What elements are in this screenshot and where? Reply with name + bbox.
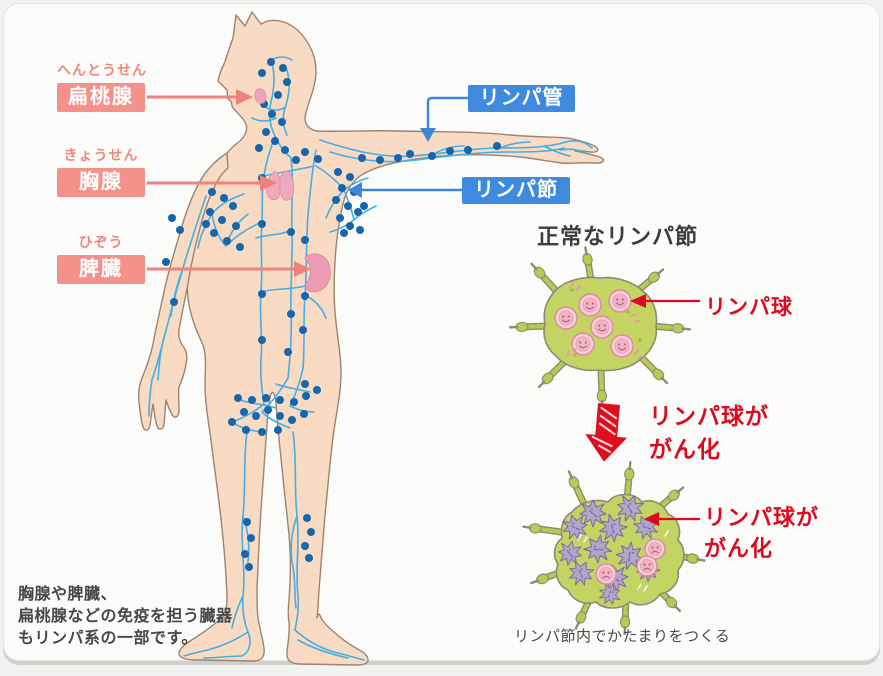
lymphocyte-label: リンパ球 xyxy=(705,296,793,319)
normal-node-title: 正常なリンパ節 xyxy=(537,224,699,249)
spleen-label: 脾臓 xyxy=(57,255,145,284)
thymus-furigana: きょうせん xyxy=(63,147,139,163)
system-label-connectors xyxy=(348,96,468,198)
vessel-connector xyxy=(420,96,468,142)
down-arrow-icon xyxy=(585,403,628,462)
spleen-organ xyxy=(304,253,331,293)
lymph-node-label: リンパ節 xyxy=(462,177,570,204)
cancer-cell-label-line2: がん化 xyxy=(704,536,774,561)
lymphocyte-pointer-arrow xyxy=(630,294,700,308)
cancer-cell-label: リンパ球が がん化 xyxy=(704,502,819,564)
thymus-arrow xyxy=(147,175,277,191)
spleen-furigana: ひぞう xyxy=(78,234,124,250)
footnote: 胸腺や脾臓、 扁桃腺などの免疫を担う臓器 もリンパ系の一部です。 xyxy=(18,584,233,650)
hanging-arm xyxy=(137,152,229,431)
cancer-cell-label-line1: リンパ球が xyxy=(704,505,820,530)
stress-marks xyxy=(577,530,669,592)
node-connector xyxy=(348,182,462,198)
normal-lymph-node-illustration xyxy=(510,247,700,408)
cancer-node-caption: リンパ節内でかたまりをつくる xyxy=(514,628,731,645)
transition-label-line1: リンパ球が xyxy=(649,403,769,429)
transition-label: リンパ球が がん化 xyxy=(649,400,769,466)
background-panel xyxy=(3,3,880,661)
spleen-arrow xyxy=(147,261,311,277)
lymph-vessel-label: リンパ管 xyxy=(468,85,575,112)
tonsil-arrow xyxy=(147,89,253,105)
footnote-line3: もリンパ系の一部です。 xyxy=(18,630,198,647)
footnote-line2: 扁桃腺などの免疫を担う臓器 xyxy=(18,608,233,625)
transition-label-line2: がん化 xyxy=(649,436,721,462)
cancer-pointer-arrow xyxy=(644,512,700,526)
thymus-label: 胸腺 xyxy=(57,168,145,197)
footnote-line1: 胸腺や脾臓、 xyxy=(18,586,118,603)
cancer-lymph-node-illustration xyxy=(523,462,705,634)
thymus-organ xyxy=(265,170,295,201)
human-body-figure xyxy=(137,11,605,666)
tonsil-label: 扁桃腺 xyxy=(57,83,145,112)
tonsil-furigana: へんとうせん xyxy=(57,62,147,78)
organ-label-arrows xyxy=(147,89,311,277)
tonsil-organ xyxy=(254,88,267,104)
